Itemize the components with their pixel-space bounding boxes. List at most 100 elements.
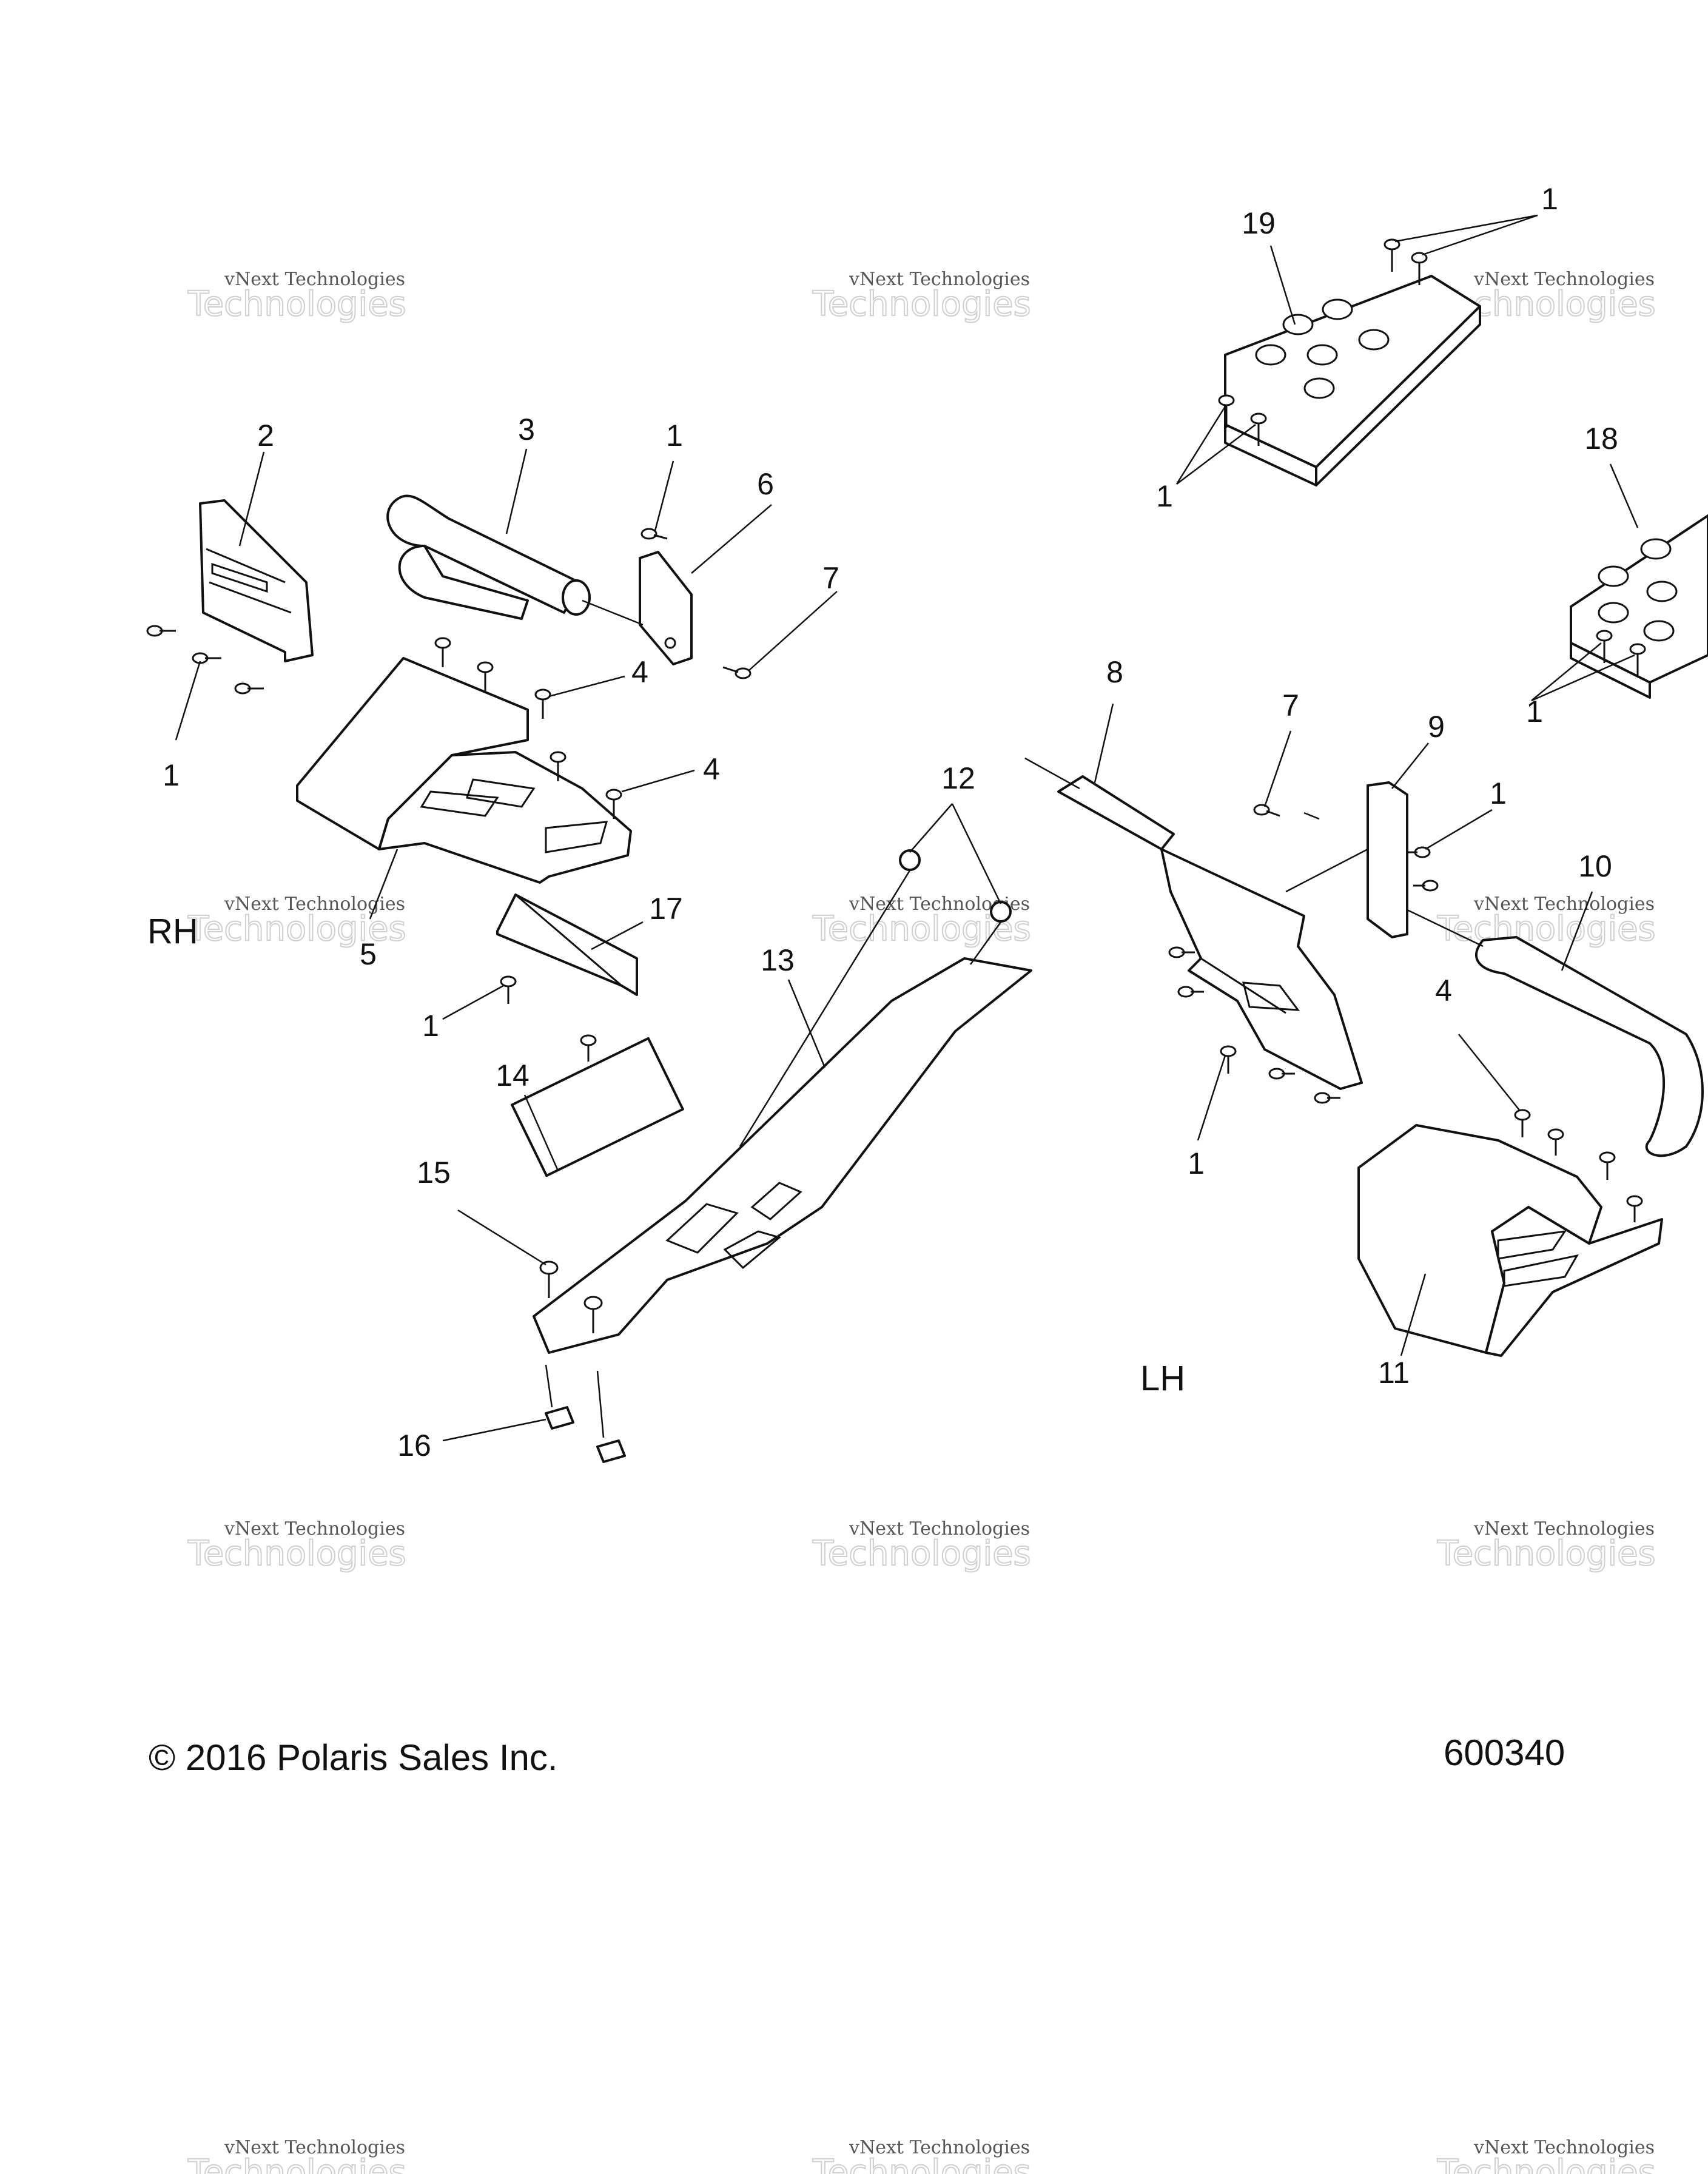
fastener-1-screw bbox=[500, 975, 517, 1004]
callout-4: 4 bbox=[631, 655, 648, 689]
svg-text:vNext Technologies: vNext Technologies bbox=[849, 1518, 1030, 1540]
part-2-bracket bbox=[199, 499, 314, 662]
part-14-label bbox=[511, 1037, 684, 1177]
figure-number: 600340 bbox=[1444, 1732, 1565, 1773]
fastener-1-screw bbox=[1177, 986, 1204, 998]
fastener-4-screw bbox=[605, 789, 622, 819]
fastener-1-screw bbox=[1411, 252, 1428, 285]
svg-text:vNext Technologies: vNext Technologies bbox=[224, 269, 405, 290]
watermark: Technologies vNext Technologies bbox=[812, 269, 1032, 325]
watermark: Technologies vNext Technologies bbox=[187, 1518, 407, 1574]
svg-text:vNext Technologies: vNext Technologies bbox=[849, 2137, 1030, 2158]
svg-text:Technologies: Technologies bbox=[812, 1534, 1031, 1573]
callout-labels: 1 19 1 18 1 2 3 1 6 7 4 1 4 5 17 1 8 7 9… bbox=[163, 182, 1618, 1462]
part-19-footrest-plate bbox=[1224, 275, 1481, 486]
fastener-15-bolt bbox=[539, 1260, 559, 1298]
callout-5: 5 bbox=[360, 937, 377, 971]
callout-4: 4 bbox=[1435, 974, 1452, 1008]
part-17-bracket bbox=[496, 893, 638, 996]
svg-text:vNext Technologies: vNext Technologies bbox=[1473, 1518, 1655, 1540]
part-9-lh-bracket bbox=[1367, 781, 1408, 938]
svg-text:Technologies: Technologies bbox=[187, 1534, 406, 1573]
svg-text:vNext Technologies: vNext Technologies bbox=[1473, 893, 1655, 915]
fastener-4-screw bbox=[477, 661, 494, 692]
side-label-rh: RH bbox=[147, 912, 198, 951]
callout-1: 1 bbox=[1188, 1146, 1205, 1180]
fastener-1-screw bbox=[640, 528, 668, 540]
fastener-12-nut bbox=[899, 849, 921, 871]
callout-14: 14 bbox=[496, 1058, 530, 1092]
callout-1: 1 bbox=[666, 419, 683, 453]
fastener-7-screw bbox=[722, 666, 751, 679]
fastener-16-clip bbox=[545, 1406, 574, 1430]
svg-text:vNext Technologies: vNext Technologies bbox=[1473, 269, 1655, 290]
callout-1: 1 bbox=[1490, 776, 1507, 810]
fastener-16-clip bbox=[596, 1439, 626, 1463]
fastener-1-screw bbox=[1220, 1045, 1237, 1074]
fastener-1-screw bbox=[1268, 1068, 1295, 1080]
callout-1: 1 bbox=[1526, 695, 1543, 729]
callout-18: 18 bbox=[1584, 422, 1618, 456]
callout-7: 7 bbox=[822, 561, 839, 595]
callout-17: 17 bbox=[649, 892, 683, 926]
part-3-tube bbox=[386, 494, 591, 620]
callout-7: 7 bbox=[1282, 688, 1299, 722]
part-18-footrest-plate bbox=[1570, 514, 1708, 699]
svg-text:vNext Technologies: vNext Technologies bbox=[224, 2137, 405, 2158]
fastener-1-screw bbox=[1629, 643, 1646, 676]
fastener-4-screw bbox=[534, 688, 551, 719]
svg-text:Technologies: Technologies bbox=[812, 284, 1031, 324]
fastener-4-screw bbox=[1514, 1109, 1531, 1137]
svg-text:Technologies: Technologies bbox=[187, 284, 406, 324]
callout-11: 11 bbox=[1378, 1356, 1410, 1390]
watermark: Technologies vNext Technologies bbox=[812, 1518, 1032, 1574]
callout-3: 3 bbox=[518, 412, 535, 446]
callout-6: 6 bbox=[757, 467, 774, 501]
fastener-1-screw bbox=[1250, 412, 1267, 446]
callout-13: 13 bbox=[761, 943, 795, 977]
side-label-lh: LH bbox=[1140, 1359, 1185, 1398]
callout-19: 19 bbox=[1242, 206, 1276, 240]
callout-10: 10 bbox=[1578, 849, 1612, 883]
svg-text:Technologies: Technologies bbox=[1437, 909, 1656, 949]
fasteners bbox=[146, 238, 1646, 1463]
fastener-1-screw bbox=[146, 625, 176, 637]
fastener-1-screw bbox=[1407, 846, 1431, 858]
part-10-lh-tube bbox=[1475, 936, 1704, 1157]
svg-text:Technologies: Technologies bbox=[187, 2153, 406, 2174]
callout-leaders bbox=[175, 214, 1639, 1442]
part-5-footwell bbox=[296, 657, 632, 884]
watermark: Technologies vNext Technologies bbox=[1436, 1518, 1656, 1574]
watermark: Technologies vNext Technologies bbox=[187, 269, 407, 325]
watermark: Technologies vNext Technologies bbox=[187, 2137, 407, 2174]
fastener-4-screw bbox=[434, 637, 451, 667]
svg-text:Technologies: Technologies bbox=[1437, 1534, 1656, 1573]
part-11-lh-footwell bbox=[1357, 1124, 1663, 1357]
watermark: Technologies vNext Technologies bbox=[1436, 2137, 1656, 2174]
fastener-1-screw bbox=[192, 652, 221, 664]
fastener-1-screw bbox=[234, 682, 264, 695]
fastener-1-screw bbox=[1168, 946, 1195, 958]
fastener-4-screw bbox=[1599, 1151, 1616, 1180]
callout-12: 12 bbox=[941, 761, 975, 795]
part-6-bracket bbox=[639, 551, 693, 665]
part-13-skid-plate bbox=[533, 957, 1032, 1354]
fastener-12-nut bbox=[990, 901, 1012, 923]
callout-9: 9 bbox=[1428, 710, 1445, 744]
fastener-1-screw bbox=[1596, 630, 1613, 663]
callout-2: 2 bbox=[257, 419, 274, 453]
fastener-1-screw bbox=[1413, 880, 1439, 892]
callout-4: 4 bbox=[703, 752, 720, 786]
fastener-1-screw bbox=[1384, 238, 1400, 272]
fastener-7-screw bbox=[1253, 804, 1280, 817]
assembly-lines bbox=[545, 599, 1484, 1438]
svg-text:Technologies: Technologies bbox=[187, 909, 406, 949]
callout-1: 1 bbox=[1156, 479, 1173, 513]
svg-text:vNext Technologies: vNext Technologies bbox=[849, 269, 1030, 290]
callout-8: 8 bbox=[1106, 655, 1123, 689]
fastener-1-screw bbox=[1314, 1092, 1340, 1104]
callout-1: 1 bbox=[422, 1009, 439, 1043]
callout-15: 15 bbox=[417, 1156, 451, 1190]
watermark: Technologies vNext Technologies bbox=[1436, 893, 1656, 949]
fastener-1-screw bbox=[1218, 394, 1235, 428]
